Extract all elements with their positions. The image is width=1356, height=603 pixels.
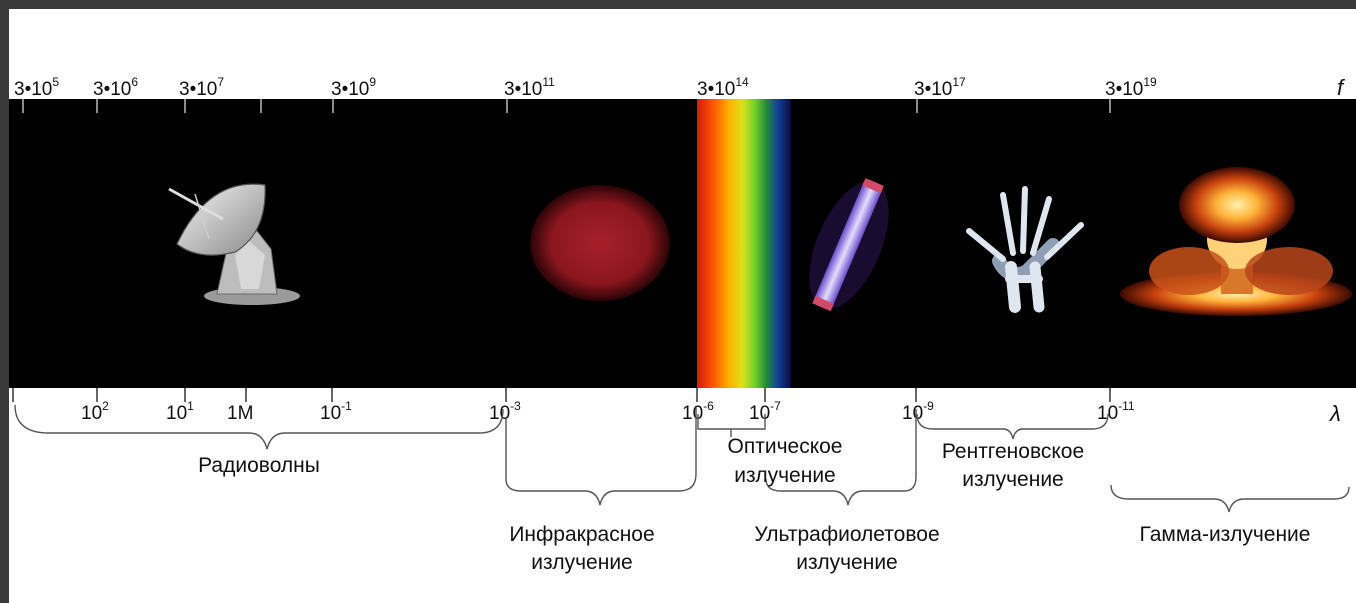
xray-label-line2: излучение <box>962 468 1064 491</box>
radio-bracket <box>14 404 504 450</box>
wavelength-tick-label: 10-1 <box>320 399 352 424</box>
ultraviolet-label-line2: излучение <box>796 551 898 574</box>
wavelength-tick-label: 10-11 <box>1097 399 1135 424</box>
infrared-bracket <box>505 407 697 506</box>
uv-lamp-icon <box>809 178 889 312</box>
frequency-axis: 3•105 3•106 3•107 3•109 3•1011 3•1014 3•1017 3•… <box>14 75 1157 100</box>
radio-label: Радиоволны <box>198 454 320 477</box>
spectrum-figure: 3•105 3•106 3•107 3•109 3•1011 3•1014 3•1017 3•… <box>9 9 1356 603</box>
frequency-tick-label: 3•109 <box>331 75 376 100</box>
gamma-label: Гамма-излучение <box>1140 523 1311 546</box>
xray-bracket <box>916 413 1109 440</box>
radio-telescope-icon <box>168 183 300 305</box>
visible-spectrum-icon <box>697 99 791 388</box>
nuclear-explosion-icon <box>1120 167 1352 316</box>
wavelength-ticks <box>12 388 1111 402</box>
wavelength-symbol: λ <box>1329 401 1341 426</box>
frequency-tick-label: 3•1017 <box>914 75 966 100</box>
wavelength-tick-label: 10-3 <box>489 399 521 424</box>
infrared-label-line2: излучение <box>531 551 633 574</box>
ultraviolet-bracket <box>765 409 917 506</box>
infrared-label-line1: Инфракрасное <box>509 523 654 546</box>
frequency-tick-label: 3•1011 <box>504 75 555 100</box>
frequency-tick-label: 3•1014 <box>697 75 749 100</box>
em-spectrum-diagram: 3•105 3•106 3•107 3•109 3•1011 3•1014 3•1017 3•… <box>9 75 1356 574</box>
frequency-tick-label: 3•1019 <box>1105 75 1157 100</box>
xray-label-line1: Рентгеновское <box>942 440 1084 463</box>
band-brackets <box>14 404 1350 513</box>
band-labels: Радиоволны Инфракрасное излучение Оптиче… <box>198 435 1310 574</box>
xray-hand-icon <box>966 186 1084 313</box>
wavelength-tick-label: 102 <box>81 399 109 424</box>
optical-label-line1: Оптическое <box>728 435 843 458</box>
frequency-tick-label: 3•106 <box>93 75 138 100</box>
ultraviolet-label-line1: Ультрафиолетовое <box>754 523 939 546</box>
wavelength-tick-label: 1М <box>227 403 253 424</box>
frequency-symbol: f <box>1337 75 1346 100</box>
frequency-tick-label: 3•105 <box>14 75 59 100</box>
optical-label-line2: излучение <box>734 464 836 487</box>
wavelength-tick-label: 101 <box>166 399 194 424</box>
infrared-glow-icon <box>530 185 670 301</box>
frequency-tick-label: 3•107 <box>179 75 224 100</box>
gamma-bracket <box>1110 484 1350 513</box>
